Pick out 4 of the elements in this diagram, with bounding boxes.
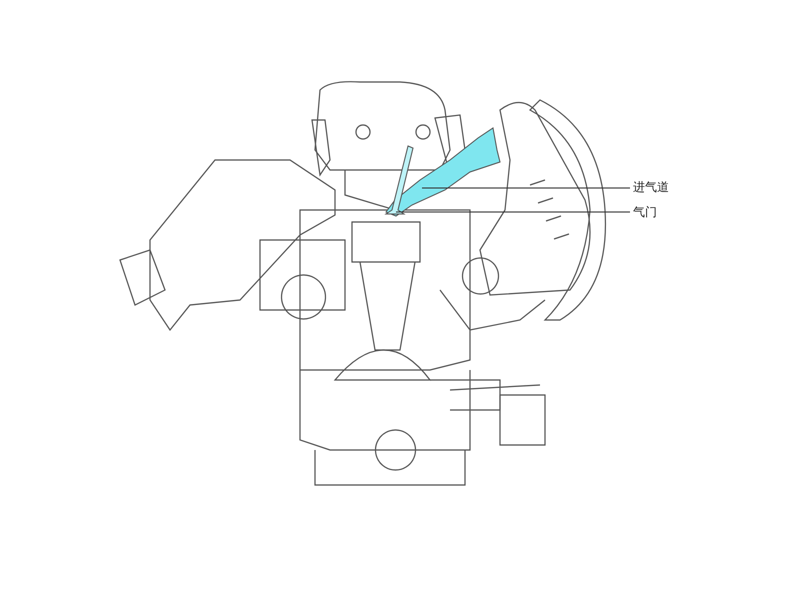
part-label: 进气道 <box>633 180 669 194</box>
part-label: 气门 <box>633 205 657 219</box>
valve-drawing <box>384 145 414 214</box>
intake-port-drawing <box>385 127 501 217</box>
